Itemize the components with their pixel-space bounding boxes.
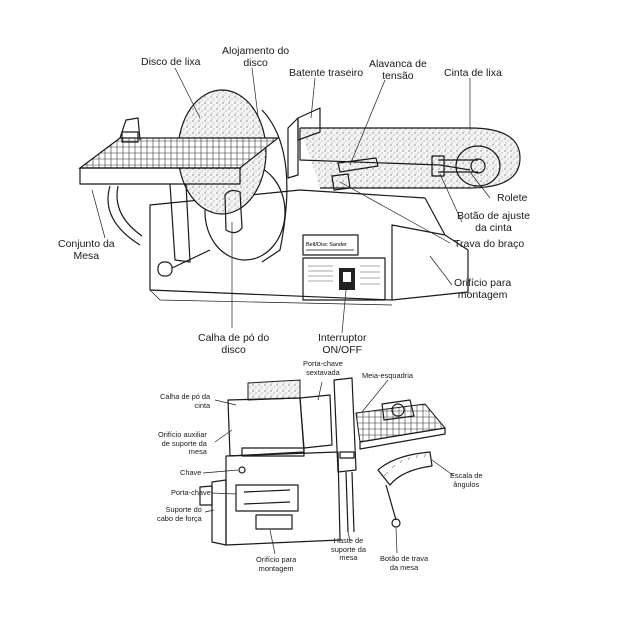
switch-panel [302,257,386,301]
label-conjunto-da-mesa: Conjunto da Mesa [58,238,115,263]
label-porta-chave-sextavada: Porta-chave sextavada [303,359,343,377]
label-rolete: Rolete [497,192,528,204]
lower-sander-drawing [199,377,446,546]
label-disco-de-lixa: Disco de lixa [141,56,201,68]
miter-gauge-table [355,399,446,528]
label-calha-de-po-da-cinta: Calha de pó da cinta [160,392,211,410]
nameplate-text: Belt/Disc Sander [306,242,347,248]
wrench-holder [235,484,299,512]
upper-sander-drawing: Belt/Disc Sander [78,89,521,306]
nameplate-panel: Belt/Disc Sander [302,234,359,256]
upper-leader-lines [91,67,491,334]
label-meia-esquadria: Meia-esquadria [362,371,413,380]
label-alavanca-de-tensao: Alavanca de tensão [369,58,427,83]
label-orificio-para-montagem-lower: Orifício para montagem [256,555,297,573]
label-haste-de-suporte-da-mesa: Haste de suporte da mesa [331,536,366,563]
label-orificio-para-montagem: Orifício para montagem [454,277,512,302]
lower-leader-lines [202,379,455,555]
label-cinta-de-lixa: Cinta de lixa [444,67,502,79]
label-orificio-auxiliar-de-suporte: Orifício auxiliar de suporte da mesa [158,430,207,457]
label-trava-do-braco: Trava do braço [454,238,525,250]
label-chave: Chave [180,468,202,477]
label-suporte-do-cabo-de-forca: Suporte do cabo de força [157,505,202,523]
label-interruptor-on-off: Interruptor ON/OFF [318,332,367,357]
label-escala-de-angulos: Escala de ângulos [450,471,483,489]
label-porta-chave: Porta-chave [171,488,211,497]
label-botao-de-trava-da-mesa: Botão de trava da mesa [380,554,429,572]
label-alojamento-do-disco: Alojamento do disco [222,45,290,70]
belt-assembly [299,127,521,189]
label-batente-traseiro: Batente traseiro [289,67,364,79]
label-botao-de-ajuste-da-cinta: Botão de ajuste da cinta [457,210,530,235]
table-assembly [78,117,280,263]
label-calha-de-po-do-disco: Calha de pó do disco [198,332,270,357]
